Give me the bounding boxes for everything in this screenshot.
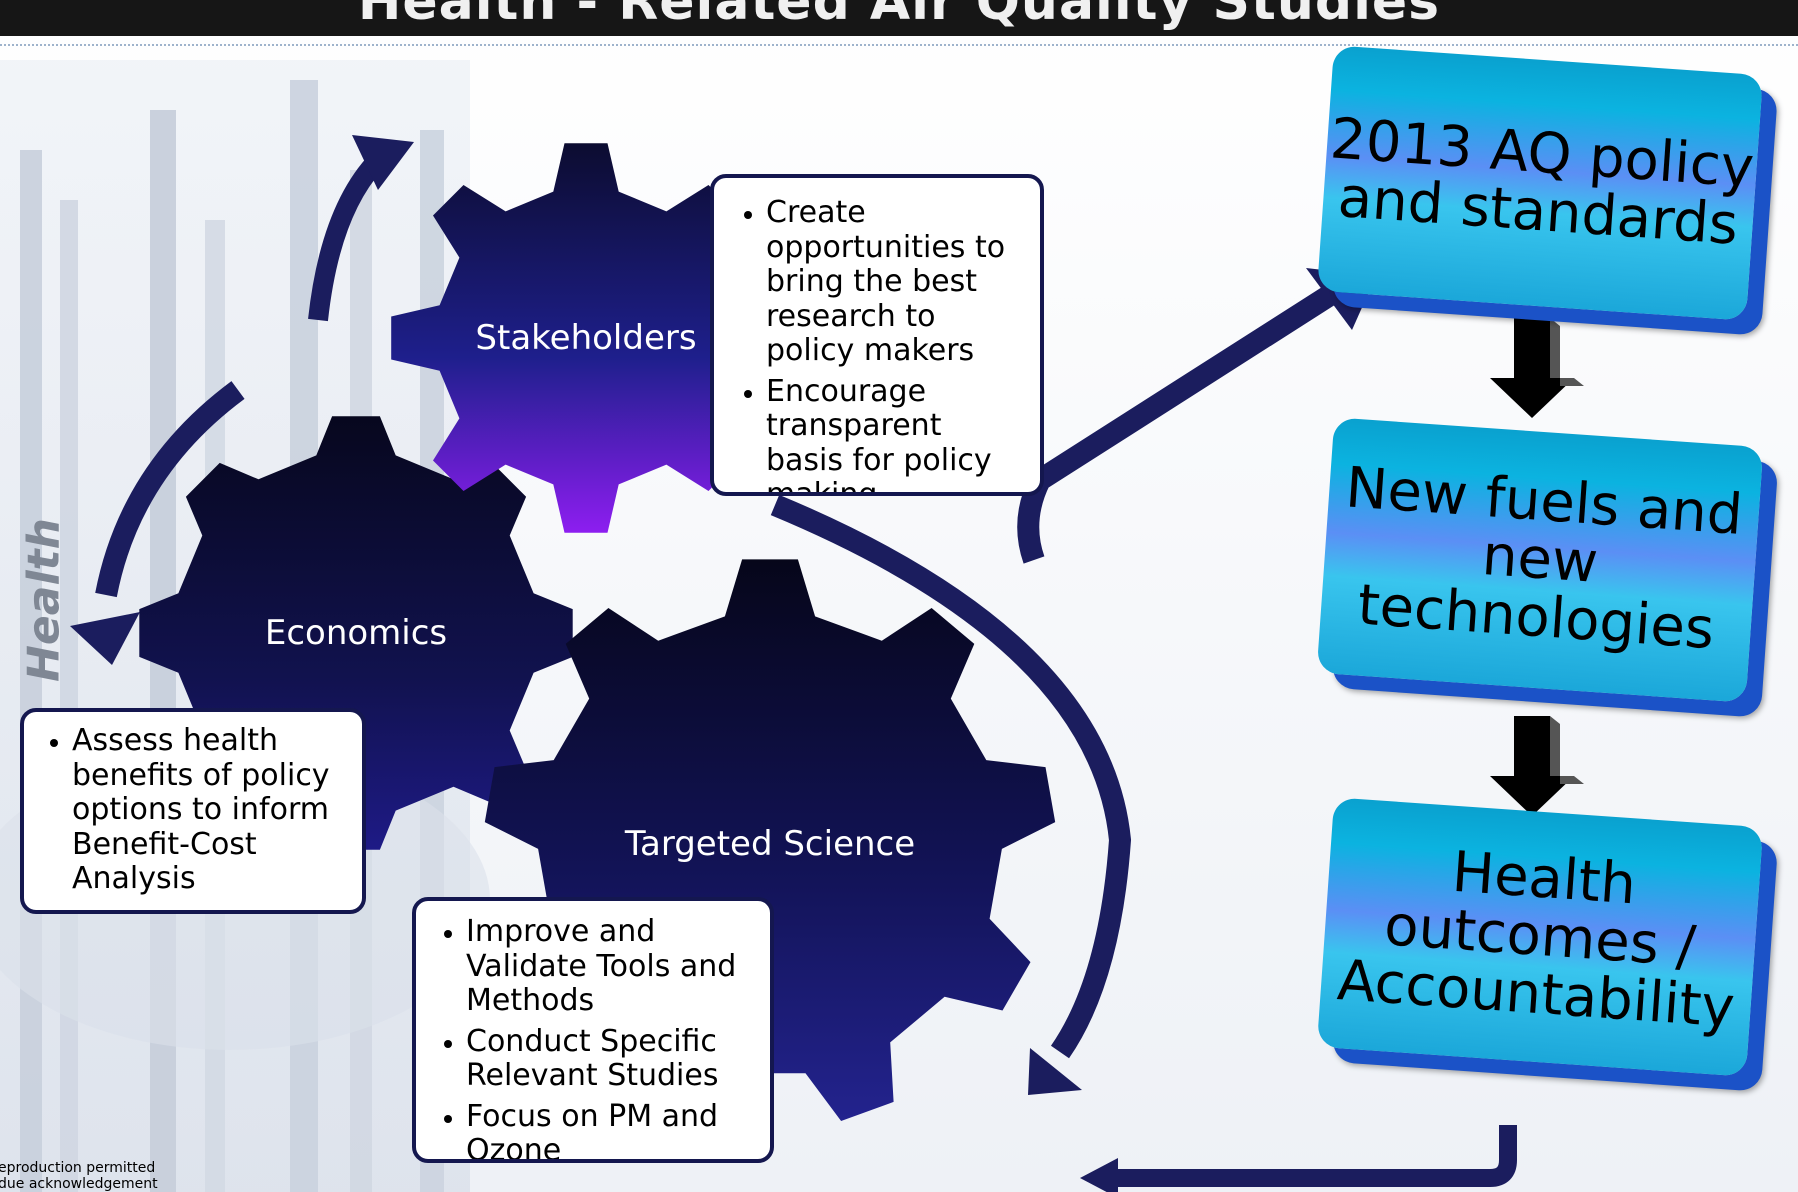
title-divider	[0, 44, 1798, 46]
cycle-arrow-right	[770, 494, 1132, 1059]
flow-down-arrow-1	[1490, 318, 1584, 418]
stakeholders-callout: Create opportunities to bring the best r…	[710, 174, 1044, 496]
economics-bullet-1: Assess health benefits of policy options…	[72, 723, 346, 897]
flow-step-fuels: New fuels and new technologies	[1316, 417, 1764, 703]
flow-down-arrow-2	[1490, 716, 1584, 816]
economics-callout: Assess health benefits of policy options…	[20, 708, 366, 914]
return-arrow	[1112, 1125, 1517, 1187]
cycle-arrow-left	[95, 381, 245, 598]
return-arrow-head	[1080, 1158, 1118, 1192]
stakeholders-bullet-1: Create opportunities to bring the best r…	[766, 195, 1024, 369]
flow-step-health-label: Health outcomes / Accountability	[1335, 839, 1737, 1041]
cycle-arrow-top	[308, 153, 386, 322]
footnote-line-1: eproduction permitted	[0, 1160, 156, 1176]
targeted-science-bullet-1: Improve and Validate Tools and Methods	[466, 914, 756, 1019]
footnote: eproduction permitted due acknowledgemen…	[0, 1160, 158, 1192]
targeted-science-bullet-2: Conduct Specific Relevant Studies	[466, 1024, 756, 1094]
cycle-arrow-top-head	[352, 135, 414, 190]
stakeholders-bullet-2: Encourage transparent basis for policy m…	[766, 374, 1024, 492]
flow-step-policy-label: 2013 AQ policy and standards	[1328, 106, 1756, 258]
footnote-line-2: due acknowledgement	[0, 1176, 158, 1192]
gear-label-targeted-science: Targeted Science	[624, 824, 916, 864]
cycle-arrow-right-head	[1028, 1048, 1082, 1095]
title-bar	[0, 0, 1798, 36]
economics-bullets: Assess health benefits of policy options…	[32, 723, 346, 897]
targeted-science-bullet-3: Focus on PM and Ozone	[466, 1099, 756, 1159]
gear-stakeholders	[391, 143, 781, 533]
gear-label-economics: Economics	[264, 613, 448, 653]
targeted-science-callout: Improve and Validate Tools and Methods C…	[412, 897, 774, 1163]
flow-step-health: Health outcomes / Accountability	[1316, 797, 1764, 1077]
flow-step-policy: 2013 AQ policy and standards	[1316, 45, 1764, 321]
cycle-arrow-left-head	[70, 612, 140, 665]
gear-label-stakeholders: Stakeholders	[475, 318, 697, 358]
stakeholders-bullets: Create opportunities to bring the best r…	[726, 195, 1024, 492]
link-arrow	[1017, 285, 1336, 564]
targeted-science-bullets: Improve and Validate Tools and Methods C…	[426, 914, 756, 1159]
flow-step-fuels-label: New fuels and new technologies	[1343, 455, 1745, 663]
slide-title: Health - Related Air Quality Studies	[357, 0, 1441, 32]
